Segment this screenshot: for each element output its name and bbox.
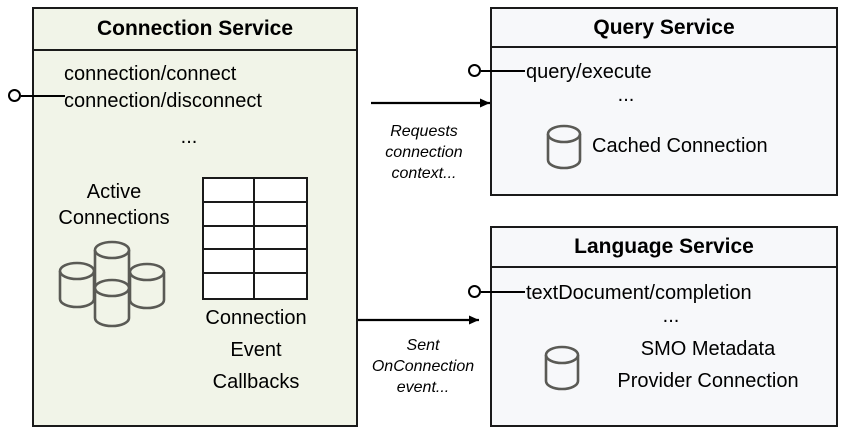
edge-label-query-to-connection: Requests connection context...: [360, 122, 488, 184]
active-connections-cylinder-cluster-icon: [54, 240, 170, 332]
language-service-interface-ellipsis: ...: [662, 305, 680, 327]
connection-event-callbacks-table-icon: [202, 177, 308, 300]
edge-label-line1: Requests: [390, 123, 458, 140]
connection-service-title: Connection Service: [34, 9, 356, 51]
connection-service-interface-ellipsis: ...: [180, 126, 198, 148]
connection-service-interface-disconnect[interactable]: connection/disconnect: [64, 90, 262, 112]
language-service-provided-interface-stem: [481, 291, 525, 293]
edge-label-line3: context...: [391, 164, 457, 182]
edge-label-line3: event...: [396, 378, 450, 396]
edge-label-line2: OnConnection: [371, 357, 475, 375]
smo-metadata-label-line2: Provider Connection: [617, 370, 799, 392]
component-language-service[interactable]: Language Service: [490, 226, 838, 427]
smo-metadata-provider-cylinder-icon: [543, 345, 581, 391]
connection-service-provided-interface-stem: [21, 95, 65, 97]
active-connections-label-line1: Active: [86, 181, 142, 203]
connection-service-provided-interface-icon[interactable]: [8, 89, 21, 102]
component-query-service[interactable]: Query Service: [490, 7, 838, 196]
language-service-provided-interface-icon[interactable]: [468, 285, 481, 298]
query-service-provided-interface-stem: [481, 70, 525, 72]
callbacks-label-line2: Event: [230, 339, 282, 361]
edge-label-connection-to-language: Sent OnConnection event...: [356, 336, 490, 398]
language-service-title: Language Service: [492, 228, 836, 268]
smo-metadata-label-line1: SMO Metadata: [640, 338, 776, 360]
query-service-interface-ellipsis: ...: [617, 84, 635, 106]
connection-service-interface-connect[interactable]: connection/connect: [64, 63, 237, 85]
active-connections-label-line2: Connections: [58, 207, 170, 229]
edge-label-line1: Sent: [406, 337, 440, 354]
callbacks-label-line1: Connection: [205, 307, 307, 329]
query-service-interface-execute[interactable]: query/execute: [526, 61, 652, 83]
cached-connection-label: Cached Connection: [592, 135, 768, 157]
query-service-provided-interface-icon[interactable]: [468, 64, 481, 77]
callbacks-label-line3: Callbacks: [212, 371, 300, 393]
cached-connection-cylinder-icon: [545, 124, 583, 170]
query-service-title: Query Service: [492, 9, 836, 48]
language-service-interface-completion[interactable]: textDocument/completion: [526, 282, 752, 304]
edge-label-line2: connection: [385, 143, 463, 161]
